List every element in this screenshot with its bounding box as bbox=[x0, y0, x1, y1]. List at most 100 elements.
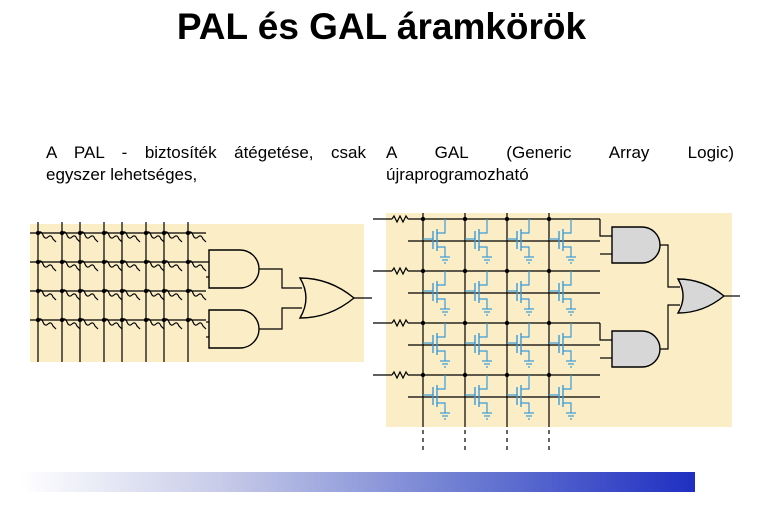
fuse-icon bbox=[103, 260, 123, 272]
drain bbox=[521, 375, 530, 390]
junction-dot bbox=[119, 288, 125, 294]
source bbox=[521, 402, 530, 413]
junction-dot bbox=[77, 230, 83, 236]
and-gate-icon bbox=[208, 309, 260, 349]
and-gate-icon bbox=[208, 249, 260, 289]
junction-dot bbox=[35, 288, 41, 294]
transistor-icon bbox=[420, 268, 450, 316]
fuse-icon bbox=[79, 318, 99, 330]
transistor-icon bbox=[546, 268, 576, 316]
junction-dot bbox=[420, 216, 426, 222]
source bbox=[521, 246, 530, 257]
junction-dot bbox=[504, 216, 510, 222]
fuse-icon bbox=[185, 259, 207, 272]
source bbox=[521, 298, 530, 309]
source bbox=[479, 298, 488, 309]
source bbox=[563, 350, 572, 361]
gal-input-3 bbox=[373, 318, 600, 346]
fuse-icon bbox=[61, 260, 81, 272]
fuse-icon bbox=[163, 260, 183, 272]
junction-dot bbox=[101, 259, 107, 265]
gal-input-1 bbox=[373, 214, 600, 242]
pal-panel-background bbox=[30, 224, 364, 362]
junction-dot bbox=[546, 320, 552, 326]
resistor-icon bbox=[391, 266, 409, 276]
source bbox=[563, 246, 572, 257]
junction-dot bbox=[185, 259, 191, 265]
transistor-icon bbox=[420, 216, 450, 264]
fuse-icon bbox=[77, 230, 99, 243]
transistor-icon bbox=[546, 320, 576, 368]
junction-dot bbox=[161, 259, 167, 265]
resistor-icon bbox=[391, 370, 409, 380]
resistor-icon bbox=[391, 318, 409, 328]
fuse-icon bbox=[121, 231, 141, 243]
fuse-icon bbox=[77, 317, 99, 330]
gate-input bbox=[599, 323, 612, 341]
junction-dot bbox=[504, 372, 510, 378]
source bbox=[437, 402, 446, 413]
drain bbox=[563, 375, 572, 390]
or-gate-icon bbox=[676, 278, 726, 314]
fuse-icon bbox=[187, 260, 207, 272]
junction-dot bbox=[462, 320, 468, 326]
transistor-icon bbox=[462, 216, 492, 264]
fuse-icon bbox=[161, 259, 183, 272]
transistor-icon bbox=[504, 268, 534, 316]
fuse-icon bbox=[79, 260, 99, 272]
drain bbox=[521, 323, 530, 338]
drain bbox=[479, 323, 488, 338]
fuse-icon bbox=[143, 317, 165, 330]
and-to-or-wire bbox=[259, 268, 302, 289]
fuse-icon bbox=[79, 289, 99, 301]
fuse-icon bbox=[35, 259, 57, 272]
fuse-icon bbox=[77, 259, 99, 272]
fuse-icon bbox=[61, 231, 81, 243]
fuse-icon bbox=[145, 231, 165, 243]
gal-circuit bbox=[373, 213, 740, 452]
fuse-icon bbox=[187, 318, 207, 330]
fuse-icon bbox=[161, 317, 183, 330]
drain bbox=[479, 375, 488, 390]
and-to-or-wire bbox=[660, 244, 680, 288]
fuse-icon bbox=[143, 259, 165, 272]
fuse-icon bbox=[103, 231, 123, 243]
drain bbox=[437, 323, 446, 338]
junction-dot bbox=[161, 230, 167, 236]
fuse-icon bbox=[79, 231, 99, 243]
fuse-icon bbox=[121, 289, 141, 301]
transistor-icon bbox=[420, 320, 450, 368]
fuse-icon bbox=[61, 318, 81, 330]
fuse-icon bbox=[187, 289, 207, 301]
source bbox=[479, 246, 488, 257]
junction-dot bbox=[462, 216, 468, 222]
drain bbox=[563, 271, 572, 286]
source bbox=[563, 402, 572, 413]
junction-dot bbox=[185, 288, 191, 294]
junction-dot bbox=[119, 259, 125, 265]
fuse-icon bbox=[103, 318, 123, 330]
junction-dot bbox=[101, 288, 107, 294]
fuse-icon bbox=[119, 259, 141, 272]
transistor-icon bbox=[420, 372, 450, 420]
fuse-icon bbox=[59, 259, 81, 272]
fuse-icon bbox=[185, 230, 207, 243]
source bbox=[479, 350, 488, 361]
transistor-icon bbox=[546, 372, 576, 420]
junction-dot bbox=[59, 259, 65, 265]
source bbox=[563, 298, 572, 309]
junction-dot bbox=[462, 268, 468, 274]
junction-dot bbox=[504, 268, 510, 274]
junction-dot bbox=[420, 372, 426, 378]
transistor-icon bbox=[462, 268, 492, 316]
junction-dot bbox=[546, 216, 552, 222]
gal-input-4 bbox=[373, 370, 600, 398]
drain bbox=[479, 219, 488, 234]
source bbox=[437, 350, 446, 361]
fuse-icon bbox=[119, 288, 141, 301]
fuse-icon bbox=[161, 230, 183, 243]
fuse-icon bbox=[101, 317, 123, 330]
page-title: PAL és GAL áramkörök bbox=[176, 6, 587, 47]
junction-dot bbox=[143, 259, 149, 265]
junction-dot bbox=[77, 259, 83, 265]
